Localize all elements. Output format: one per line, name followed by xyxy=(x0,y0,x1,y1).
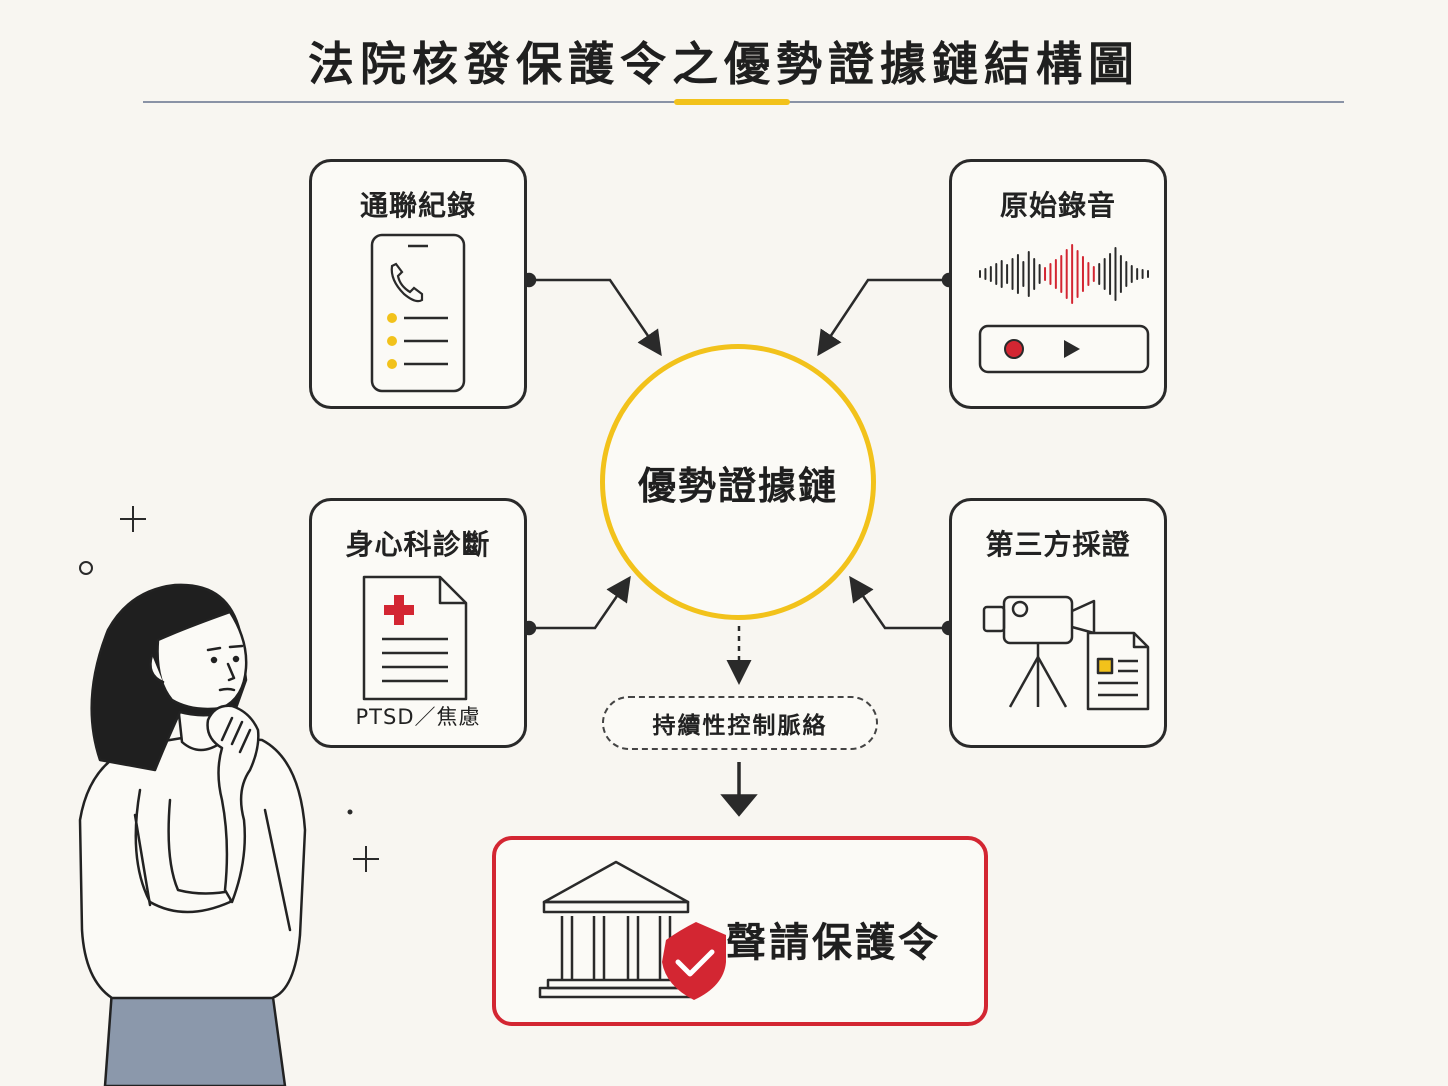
result-box: 聲請保護令 xyxy=(492,836,988,1026)
card-original-audio: 原始錄音 xyxy=(949,159,1167,409)
context-pill: 持續性控制脈絡 xyxy=(602,696,878,750)
card-psych-diagnosis: 身心科診斷 PTSD／焦慮 xyxy=(309,498,527,748)
card-call-records-label: 通聯紀錄 xyxy=(359,189,476,222)
video-camera-icon xyxy=(982,595,1150,711)
play-icon xyxy=(1064,340,1080,358)
card-third-party-label: 第三方採證 xyxy=(985,528,1131,561)
player-bar xyxy=(978,324,1150,374)
courthouse-icon xyxy=(538,860,726,1000)
connector-context-to-result xyxy=(720,762,758,817)
medical-document-icon xyxy=(362,575,468,701)
page-title: 法院核發保護令之優勢證據鏈結構圖 xyxy=(308,37,1140,91)
card-psych-diagnosis-label: 身心科診斷 xyxy=(345,528,491,561)
context-label: 持續性控制脈絡 xyxy=(652,713,828,739)
card-psych-diagnosis-sublabel: PTSD／焦慮 xyxy=(355,705,481,729)
sparkle-decoration xyxy=(79,506,379,872)
shield-check-icon xyxy=(662,922,726,1000)
hub-circle: 優勢證據鏈 xyxy=(600,344,876,620)
audio-waveform-icon xyxy=(978,244,1150,374)
connector-original-audio xyxy=(817,272,957,357)
connector-call-records xyxy=(521,272,662,357)
record-icon xyxy=(1004,339,1024,359)
connector-psych-diagnosis xyxy=(521,575,631,636)
phone-icon xyxy=(370,233,466,393)
connector-third-party xyxy=(849,575,957,636)
document-icon xyxy=(1086,631,1150,711)
card-original-audio-label: 原始錄音 xyxy=(999,189,1116,222)
thinking-woman-illustration xyxy=(78,583,307,1086)
hub-label: 優勢證據鏈 xyxy=(637,463,838,508)
card-third-party: 第三方採證 xyxy=(949,498,1167,748)
result-label: 聲請保護令 xyxy=(726,920,941,966)
title-accent-bar xyxy=(674,99,790,105)
card-call-records: 通聯紀錄 xyxy=(309,159,527,409)
